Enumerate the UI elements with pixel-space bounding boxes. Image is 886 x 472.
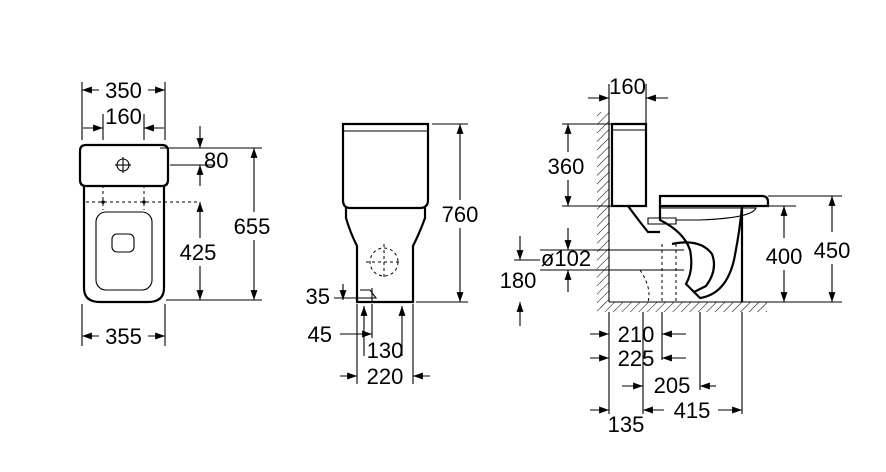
dim-overall-depth: 655	[234, 214, 271, 239]
dim-wall-offset: 135	[608, 412, 645, 437]
dim-bottom-width: 355	[105, 324, 142, 349]
dim-pipe-diameter: ø102	[541, 246, 591, 271]
dim-pipe-height: 180	[500, 268, 537, 293]
dim-outlet-offset: 45	[308, 322, 332, 347]
dim-cistern-height: 360	[548, 154, 585, 179]
dim-hole-spacing: 160	[105, 104, 142, 129]
top-view: 350 160 80 425 655 355	[78, 78, 271, 349]
dim-outlet-dist-3: 205	[654, 373, 691, 398]
dim-hole-to-front: 425	[180, 240, 217, 265]
dim-outlet-dist-2: 225	[618, 346, 655, 371]
dim-front-height: 760	[442, 202, 479, 227]
dim-outlet-height: 35	[306, 284, 330, 309]
side-view: 160 360 ø102 180 400 450	[500, 74, 851, 437]
dim-rim-height: 450	[814, 238, 851, 263]
dim-hole-offset: 80	[204, 148, 228, 173]
dim-base-width: 220	[367, 364, 404, 389]
dim-wall-to-cistern: 160	[609, 74, 646, 99]
dim-outlet-dist-1: 210	[618, 322, 655, 347]
dim-seat-height: 400	[766, 244, 803, 269]
dim-top-width: 350	[105, 78, 142, 103]
dim-base-length: 415	[674, 398, 711, 423]
front-view: 760 35 45 130 220	[306, 122, 479, 389]
dim-fixing-spacing: 130	[367, 338, 404, 363]
